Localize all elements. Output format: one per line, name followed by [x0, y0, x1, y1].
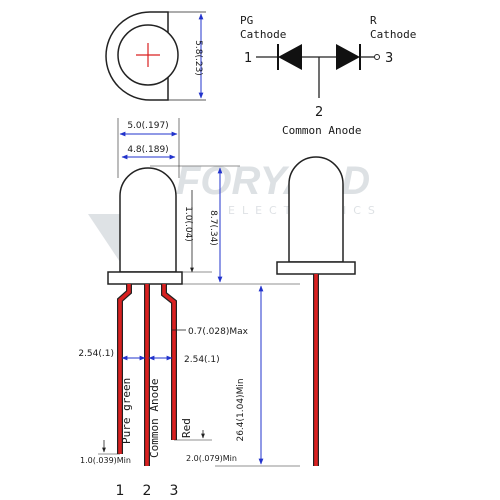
r-cathode-label: Cathode — [370, 28, 416, 41]
top-view: 5.8(.23) — [105, 11, 206, 101]
illustration-lens — [288, 156, 344, 263]
inner-width-label: 4.8(.189) — [127, 145, 168, 155]
side-view: 5.0(.197) 4.8(.189) 1.0(.04) 8.7(.34) 26… — [78, 118, 300, 499]
schematic: PG Cathode R Cathode 1 3 2 Common Anode — [240, 14, 416, 137]
lead-3-label: Red — [180, 418, 193, 438]
lead-2-label: Common Anode — [148, 379, 161, 458]
schematic-pin-1: 1 — [244, 51, 252, 66]
outer-width-label: 5.0(.197) — [127, 121, 168, 131]
lead-width-label: 0.7(.028)Max — [188, 327, 249, 337]
common-anode-label: Common Anode — [282, 124, 361, 137]
pg-cathode-label: Cathode — [240, 28, 286, 41]
pin3-node — [374, 54, 380, 60]
lead-1-label: Pure green — [120, 378, 133, 444]
led-flange — [107, 271, 183, 285]
led-lens — [119, 167, 177, 273]
flange-height-label: 1.0(.04) — [183, 206, 193, 242]
pin-number-1: 1 — [116, 483, 125, 499]
pg-diode-icon — [278, 44, 302, 70]
top-view-dim-label: 5.8(.23) — [193, 40, 203, 76]
illustration-flange — [276, 261, 356, 275]
pitch-left-label: 2.54(.1) — [78, 349, 114, 359]
body-height-label: 8.7(.34) — [208, 210, 218, 246]
pin-number-3: 3 — [170, 483, 179, 499]
schematic-pin-2: 2 — [315, 105, 323, 120]
lead-3-core — [162, 284, 176, 440]
lead-1-core — [118, 284, 131, 454]
r-label: R — [370, 14, 377, 27]
r-diode-icon — [336, 44, 360, 70]
lead1-stub-label: 1.0(.039)Min — [80, 456, 131, 465]
schematic-pin-3: 3 — [385, 51, 393, 66]
lead-length-label: 26.4(1.04)Min — [236, 378, 246, 441]
pin-number-2: 2 — [143, 483, 152, 499]
led-illustration — [276, 156, 356, 466]
pitch-right-label: 2.54(.1) — [184, 355, 220, 365]
pg-label: PG — [240, 14, 253, 27]
lead3-stub-label: 2.0(.079)Min — [186, 454, 237, 463]
